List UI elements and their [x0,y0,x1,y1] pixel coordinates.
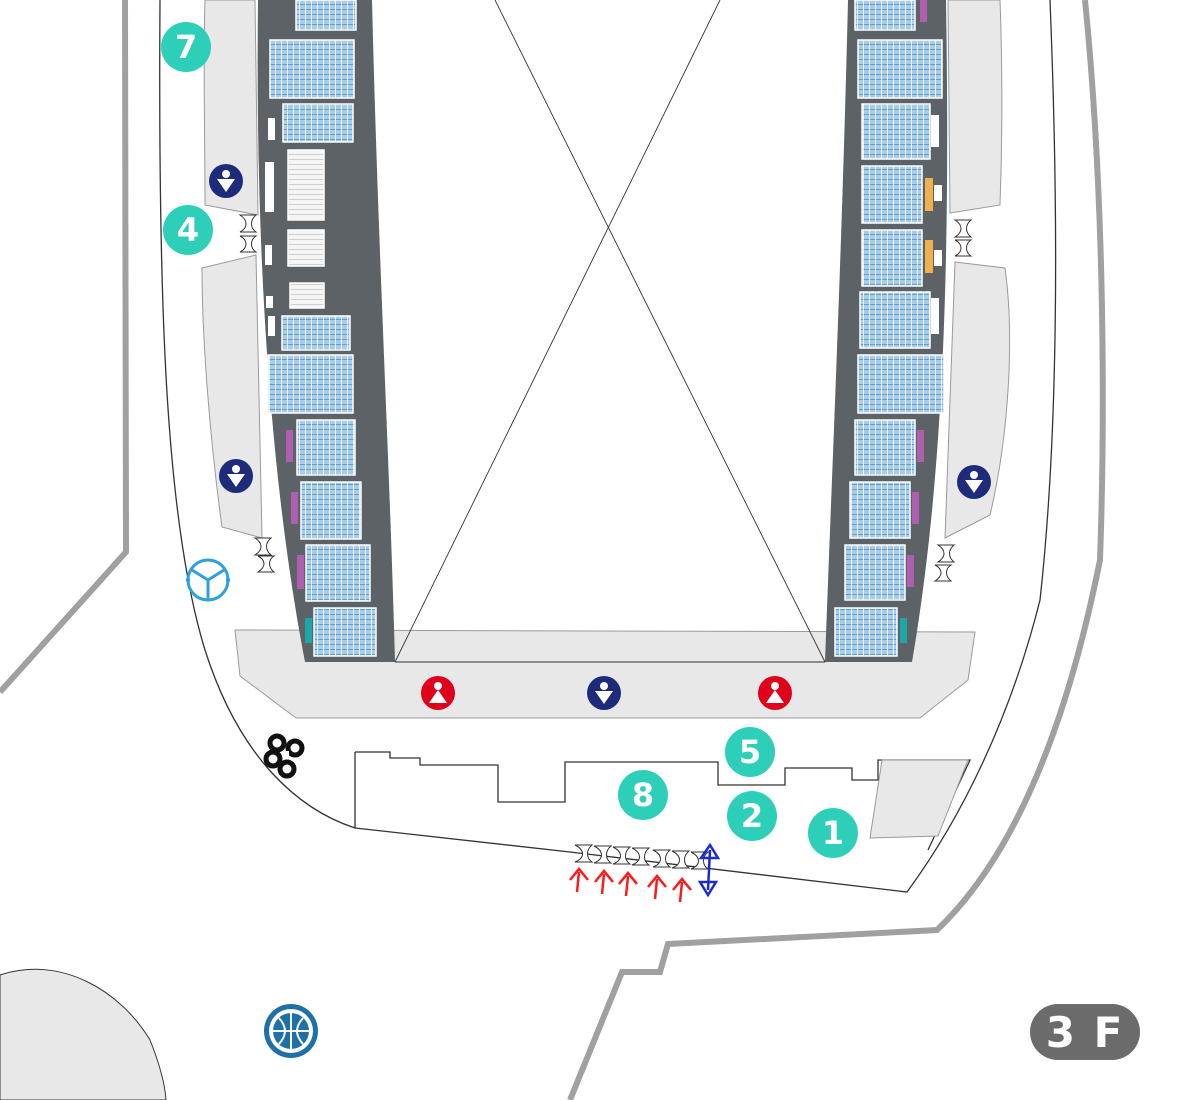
stairs-icon [238,214,258,253]
left-accessible-seats [286,430,312,643]
gate-label: 4 [177,211,199,249]
gate-badge-4[interactable]: 4 [163,205,213,255]
right-concourse [944,0,1011,539]
concourse-outline [159,0,1057,893]
escalator-icon [263,733,305,779]
gate-label: 7 [175,28,197,66]
lower-service-room [869,759,969,839]
left-concourse [201,0,263,539]
exit-arrow-icon [569,867,692,903]
gate-label: 2 [741,797,763,835]
entrance-doors [574,844,710,870]
gate-badge-8[interactable]: 8 [618,770,668,820]
restroom-icon [587,676,621,710]
stairs-icon [953,219,973,257]
seat-blocks-right [834,0,945,657]
gate-label: 1 [822,814,844,852]
outer-wall [0,0,1106,1100]
restroom-icon [219,459,253,493]
restroom-icon [957,465,991,499]
court [394,0,826,663]
gate-badge-1[interactable]: 1 [808,808,858,858]
restroom-icon [209,164,243,198]
right-aisle-markers [900,0,942,643]
gate-badge-5[interactable]: 5 [725,727,775,777]
restroom-female-icon [421,676,455,710]
floor-label: 3 F [1046,1008,1125,1057]
stairs-icon [933,544,956,582]
seat-blocks-left [267,0,377,657]
gate-badge-2[interactable]: 2 [727,791,777,841]
lower-building [354,751,972,851]
restroom-female-icon [758,676,792,710]
gate-badge-7[interactable]: 7 [161,22,211,72]
info-desk-icon [186,558,230,602]
stairs-icon [253,537,276,573]
basketball-icon [264,1004,318,1058]
adjacent-building [0,968,167,1100]
elevator-icon [697,842,721,898]
left-aisle-markers [265,118,275,336]
gate-label: 5 [739,733,761,771]
gate-label: 8 [632,776,654,814]
floor-badge: 3 F [1030,1004,1140,1060]
